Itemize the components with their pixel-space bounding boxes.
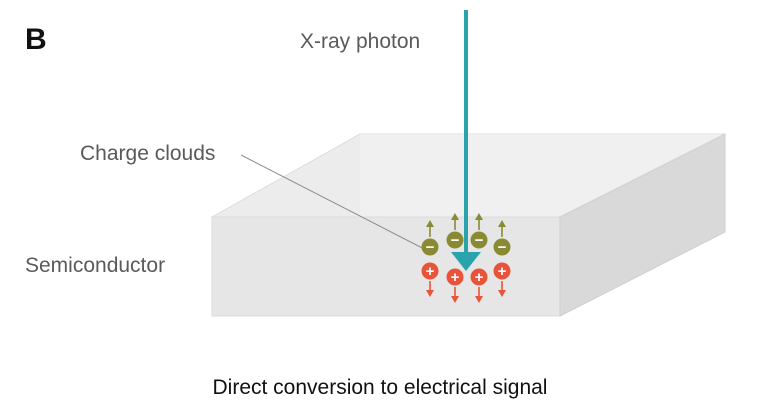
drift-up-arrowhead — [475, 213, 483, 220]
positive-sign: + — [451, 269, 460, 286]
hole: + — [421, 262, 439, 297]
drift-up-arrowhead — [498, 220, 506, 227]
caption: Direct conversion to electrical signal — [213, 376, 548, 399]
negative-sign: − — [426, 239, 435, 256]
semiconductor-slab — [210, 133, 726, 317]
hole-circle — [493, 262, 511, 280]
positive-sign: + — [475, 269, 484, 286]
electron: − — [493, 220, 511, 256]
drift-down-arrowhead — [451, 296, 459, 303]
slab-side-face — [559, 133, 726, 317]
hole-circle — [421, 262, 439, 280]
positive-sign: + — [426, 263, 435, 280]
hole: + — [493, 262, 511, 297]
drift-up-arrowhead — [426, 220, 434, 227]
hole-circle — [446, 268, 464, 286]
negative-sign: − — [451, 232, 460, 249]
electron-cloud: −−−− — [421, 213, 511, 256]
photon-arrowhead — [451, 252, 481, 271]
hole-cloud: + + + + — [421, 262, 511, 303]
x-ray-photon-arrow — [451, 10, 481, 271]
electron-circle — [493, 238, 511, 256]
panel-label: B — [25, 23, 47, 56]
drift-up-arrowhead — [451, 213, 459, 220]
semiconductor-label: Semiconductor — [25, 254, 165, 277]
electron-circle — [446, 231, 464, 249]
charge-clouds-label: Charge clouds — [80, 142, 215, 165]
electron-circle — [470, 231, 488, 249]
drift-down-arrowhead — [498, 290, 506, 297]
hole-circle — [470, 268, 488, 286]
hole: + — [446, 268, 464, 303]
charge-clouds-leader-line — [240, 154, 431, 253]
negative-sign: − — [498, 239, 507, 256]
electron: − — [446, 213, 464, 249]
electron: − — [421, 220, 439, 256]
drift-down-arrowhead — [475, 296, 483, 303]
positive-sign: + — [498, 263, 507, 280]
drift-down-arrowhead — [426, 290, 434, 297]
electron: − — [470, 213, 488, 249]
photon-label: X-ray photon — [300, 30, 420, 53]
negative-sign: − — [475, 232, 484, 249]
electron-circle — [421, 238, 439, 256]
hole: + — [470, 268, 488, 303]
